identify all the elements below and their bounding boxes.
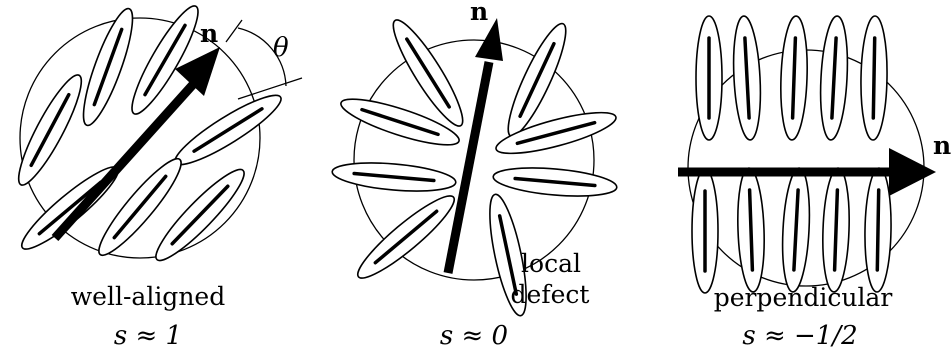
angle-label-theta: θ	[273, 33, 289, 63]
order-parameter-label: s ≈ −1/2	[742, 321, 857, 351]
vector-label-n: n	[933, 131, 951, 160]
order-parameter-label: s ≈ 1	[114, 321, 182, 351]
caption-well-aligned: well-aligned	[71, 282, 225, 311]
molecule-rod	[692, 169, 718, 293]
vector-label-n: n	[200, 19, 218, 48]
caption-perpendicular: perpendicular	[714, 283, 893, 312]
order-parameter-label: s ≈ 0	[440, 321, 508, 351]
molecule-rod	[696, 16, 722, 140]
panel-well-aligned: n θ well-aligned s ≈ 1	[9, 0, 302, 351]
panel-perpendicular: n perpendicular s ≈ −1/2	[678, 15, 951, 351]
caption-local: local	[521, 249, 581, 278]
panel-local-defect: n local defect s ≈ 0	[331, 0, 619, 351]
caption-defect: defect	[511, 280, 590, 309]
vector-label-n: n	[470, 0, 488, 26]
